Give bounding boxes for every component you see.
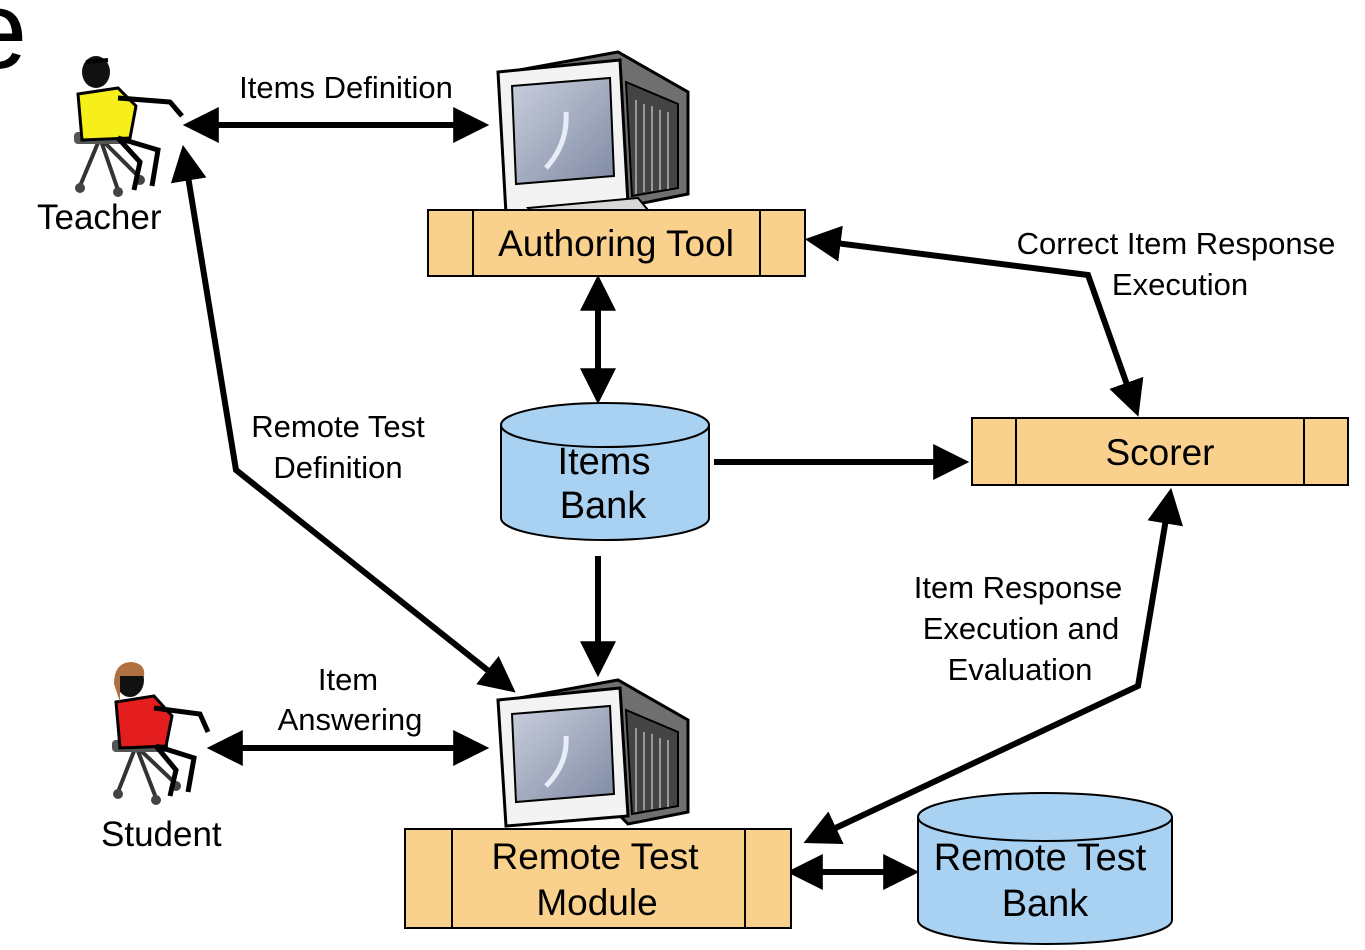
remote-test-module-label-line2: Module xyxy=(536,882,657,923)
items-bank-label-line2: Bank xyxy=(560,485,648,527)
item-response-evaluation-label-line3: Evaluation xyxy=(948,652,1093,687)
student-label: Student xyxy=(101,815,222,854)
correct-item-response-label-line1: Correct Item Response xyxy=(1017,226,1336,261)
corner-glyph: e xyxy=(0,0,27,92)
remote-test-bank-label-line1: Remote Test xyxy=(934,837,1147,879)
item-response-evaluation-label-line2: Execution and xyxy=(923,611,1119,646)
arrow-remote-test-definition xyxy=(170,144,516,693)
teacher-label: Teacher xyxy=(37,198,162,237)
remote-test-definition-label-line2: Definition xyxy=(273,450,402,485)
items-definition-label: Items Definition xyxy=(239,70,453,105)
remote-test-definition-label-line1: Remote Test xyxy=(251,409,425,444)
arrows xyxy=(170,107,1183,890)
remote-test-bank-database: Remote Test Bank xyxy=(917,792,1173,945)
authoring-tool-label: Authoring Tool xyxy=(498,223,734,264)
person-at-desk-icon xyxy=(112,662,211,805)
person-at-desk-icon xyxy=(74,56,184,197)
items-bank-database: Items Bank xyxy=(500,402,710,541)
crt-monitor-icon xyxy=(496,678,690,828)
correct-item-response-label-line2: Execution xyxy=(1112,267,1248,302)
crt-monitor-icon xyxy=(496,50,690,222)
remote-test-bank-label-line2: Bank xyxy=(1002,883,1090,925)
scorer-box: Scorer xyxy=(971,417,1349,486)
remote-test-module-box: Remote Test Module xyxy=(404,828,792,929)
arrow-item-response-evaluation xyxy=(803,487,1183,845)
arrow-correct-item-response xyxy=(804,225,1144,417)
item-answering-label-line2: Answering xyxy=(278,702,423,737)
items-bank-label-line1: Items xyxy=(558,441,651,483)
remote-test-module-label-line1: Remote Test xyxy=(491,836,699,877)
item-answering-label-line1: Item xyxy=(318,662,378,697)
scorer-label: Scorer xyxy=(1106,432,1215,473)
item-response-evaluation-label-line1: Item Response xyxy=(914,570,1123,605)
authoring-tool-box: Authoring Tool xyxy=(427,209,806,277)
